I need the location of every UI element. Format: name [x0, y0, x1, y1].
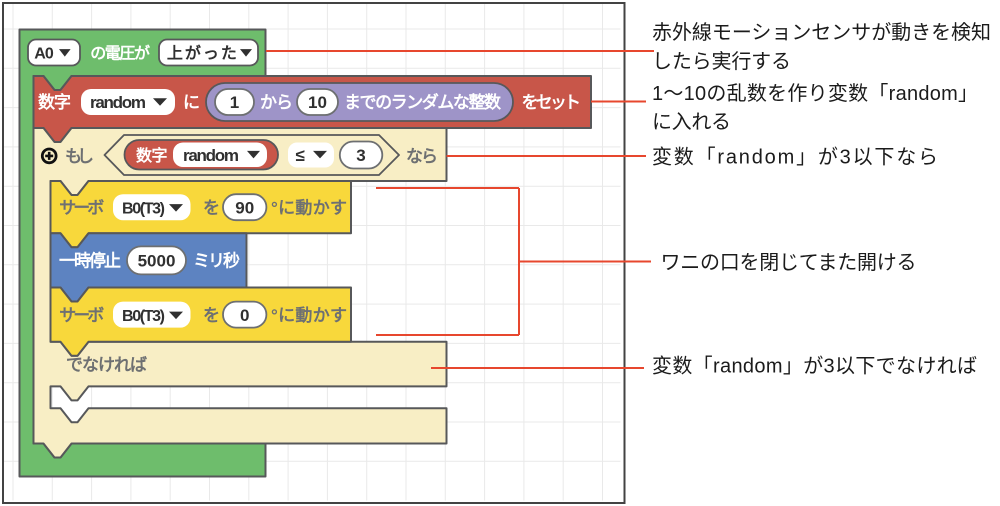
dropdown-event-pin-box[interactable] [27, 38, 81, 67]
reporter-random-int[interactable]: 1 から 10 までのランダムな整数 [205, 82, 514, 122]
annotation-servo-line-1: ワニの口を閉じてまた開ける [661, 252, 917, 274]
annotation-set-random: 1〜10の乱数を作り変数「random」 に入れる [652, 82, 978, 134]
caret-down-icon[interactable] [313, 150, 327, 159]
dropdown-operator-box[interactable] [288, 142, 334, 168]
servo-close-label: サーボ [59, 198, 104, 217]
caret-down-icon[interactable] [59, 49, 71, 57]
value-compare-text[interactable]: 3 [356, 146, 365, 165]
caret-down-icon[interactable] [169, 311, 183, 320]
set-variable-to-label: に [183, 93, 200, 112]
caret-down-icon[interactable] [240, 49, 252, 57]
set-variable-type-label: 数字 [38, 92, 71, 112]
annotation-else: 変数「random」が3以下でなければ [652, 354, 977, 377]
dropdown-event-pin[interactable]: A0 [27, 38, 81, 67]
random-int-label: までのランダムな整数 [344, 92, 502, 112]
dropdown-servo-close-pin-label[interactable]: B0(T3) [122, 200, 165, 217]
callout-bracket-servo [376, 187, 651, 336]
annotation-set-random-line-1: 1〜10の乱数を作り変数「random」 [652, 82, 978, 105]
condition-hexagon[interactable]: 数字 random ≤ 3 [103, 134, 400, 176]
random-from-label: から [260, 93, 293, 112]
servo-open-degrees-label: °に動かす [271, 305, 347, 325]
dropdown-servo-close-pin[interactable]: B0(T3) [113, 194, 191, 221]
value-max-text[interactable]: 10 [308, 93, 327, 112]
expand-else-icon-plus[interactable] [45, 151, 54, 160]
servo-close-degrees-label: °に動かす [271, 197, 347, 217]
dropdown-servo-open-pin-label[interactable]: B0(T3) [122, 308, 165, 325]
dropdown-servo-open-pin[interactable]: B0(T3) [113, 301, 191, 328]
dropdown-condition-variable[interactable]: random [173, 142, 267, 168]
annotation-event-line-1: 赤外線モーションセンサが動きを検知 [652, 21, 991, 44]
expand-else-icon[interactable] [40, 147, 58, 165]
value-min-text[interactable]: 1 [230, 93, 239, 112]
value-pause-duration[interactable]: 5000 [126, 245, 187, 276]
expand-else-icon-ring[interactable] [40, 147, 58, 165]
value-servo-close-angle[interactable]: 90 [222, 193, 268, 222]
value-max-box[interactable] [296, 88, 339, 116]
dropdown-operator-label[interactable]: ≤ [296, 146, 305, 165]
dropdown-condition-variable-box[interactable] [173, 142, 267, 168]
annotation-set-random-line-2: に入れる [652, 111, 731, 133]
servo-open-label: サーボ [59, 306, 104, 325]
caret-down-icon[interactable] [153, 98, 167, 106]
servo-close-to-label: を [203, 198, 220, 217]
dropdown-condition-variable-label[interactable]: random [183, 146, 239, 165]
dropdown-event-edge-label[interactable]: 上がった [167, 44, 237, 63]
reporter-variable[interactable]: 数字 random [123, 139, 279, 171]
then-label: なら [406, 147, 438, 166]
dropdown-event-edge-box[interactable] [158, 38, 259, 67]
dropdown-variable-box[interactable] [81, 89, 175, 115]
caret-down-icon[interactable] [247, 150, 260, 159]
value-pause-duration-text[interactable]: 5000 [138, 252, 176, 271]
if-label: もし [65, 147, 94, 166]
reporter-random-int-shape[interactable] [205, 82, 514, 122]
block-if-else-shape[interactable] [32, 127, 448, 459]
value-max[interactable]: 10 [296, 88, 339, 116]
value-compare-box[interactable] [338, 140, 384, 170]
value-servo-open-angle[interactable]: 0 [222, 300, 268, 329]
dropdown-event-edge[interactable]: 上がった [158, 38, 259, 67]
value-servo-open-angle-text[interactable]: 0 [240, 306, 249, 325]
set-variable-set-label: をセット [522, 93, 582, 112]
annotation-if-line-1: 変数「random」が3以下なら [652, 145, 938, 168]
value-pause-duration-box[interactable] [126, 245, 187, 276]
block-if-else[interactable]: もし 数字 random ≤ 3 なら でなければ [32, 127, 448, 459]
block-servo-open[interactable]: サーボ B0(T3) を 0 °に動かす [49, 286, 352, 357]
callout-lines [266, 50, 654, 369]
dropdown-event-pin-label[interactable]: A0 [34, 46, 54, 63]
annotation-event-line-2: したら実行する [652, 50, 791, 73]
servo-open-to-label: を [203, 306, 220, 325]
dropdown-variable[interactable]: random [81, 89, 175, 115]
annotation-else-line-1: 変数「random」が3以下でなければ [652, 354, 977, 377]
annotation-if: 変数「random」が3以下なら [652, 145, 938, 168]
value-servo-open-angle-box[interactable] [222, 300, 268, 329]
value-min[interactable]: 1 [214, 88, 255, 116]
dropdown-servo-close-pin-box[interactable] [113, 194, 191, 221]
pause-ms-label: ミリ秒 [193, 251, 240, 271]
event-voltage-label: の電圧が [90, 44, 150, 63]
dropdown-variable-label[interactable]: random [90, 93, 146, 112]
value-compare[interactable]: 3 [338, 140, 384, 170]
else-label: でなければ [66, 356, 147, 375]
annotation-event: 赤外線モーションセンサが動きを検知 したら実行する [652, 21, 991, 73]
pause-label: 一時停止 [59, 251, 121, 271]
reporter-variable-type-label: 数字 [136, 146, 168, 165]
value-servo-close-angle-text[interactable]: 90 [235, 198, 254, 217]
caret-down-icon[interactable] [169, 204, 183, 212]
block-servo-close[interactable]: サーボ B0(T3) を 90 °に動かす [49, 180, 352, 249]
value-servo-close-angle-box[interactable] [222, 193, 268, 222]
value-min-box[interactable] [214, 88, 255, 116]
block-pause[interactable]: 一時停止 5000 ミリ秒 [49, 232, 248, 303]
dropdown-operator[interactable]: ≤ [288, 142, 334, 168]
annotation-servo: ワニの口を閉じてまた開ける [661, 252, 917, 274]
dropdown-servo-open-pin-box[interactable] [113, 301, 191, 328]
